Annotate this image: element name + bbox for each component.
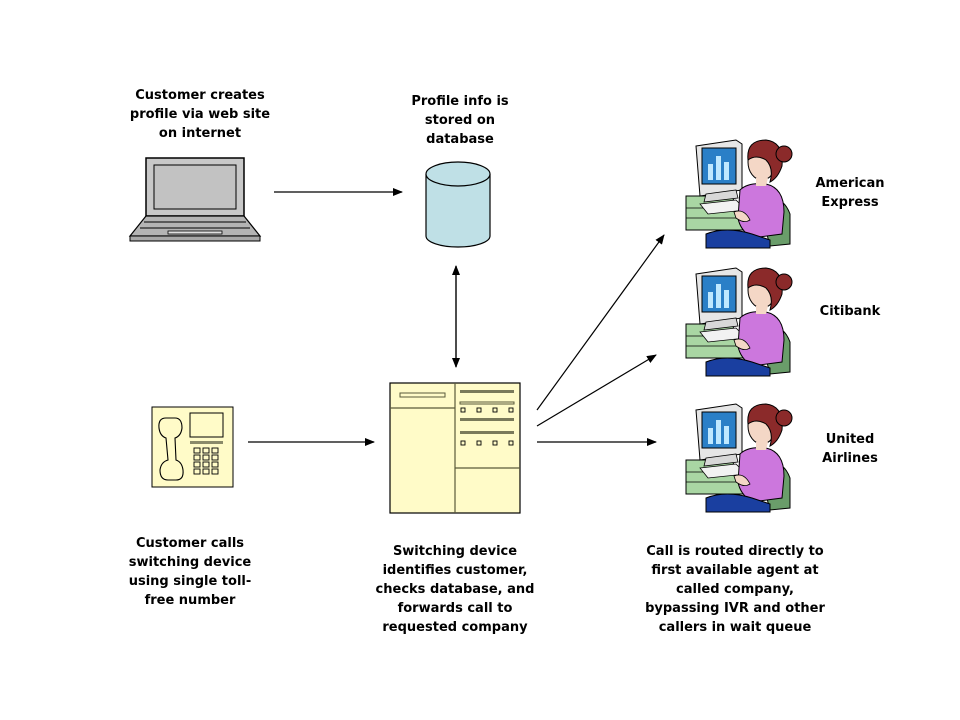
agents-label: Call is routed directly to first availab… bbox=[645, 544, 825, 635]
company-label-united-airlines: United Airlines bbox=[822, 432, 878, 466]
laptop-icon bbox=[128, 157, 262, 242]
switch-label: Switching device identifies customer, ch… bbox=[375, 544, 535, 635]
phone-icon bbox=[151, 406, 234, 488]
laptop-label: Customer creates profile via web site on… bbox=[129, 88, 271, 141]
switching-device-icon bbox=[389, 382, 521, 514]
phone-label: Customer calls switching device using si… bbox=[128, 536, 252, 608]
agent-icon-united-airlines bbox=[685, 403, 793, 513]
arrow-switch-to-citibank bbox=[536, 354, 657, 427]
company-label-american-express: American Express bbox=[815, 176, 885, 210]
database-icon bbox=[425, 161, 491, 248]
company-label-citibank: Citibank bbox=[819, 304, 881, 319]
agent-icon-american-express bbox=[685, 139, 793, 249]
agent-icon-citibank bbox=[685, 267, 793, 377]
database-label: Profile info is stored on database bbox=[411, 94, 509, 147]
arrow-switch-to-american-express bbox=[536, 234, 665, 411]
